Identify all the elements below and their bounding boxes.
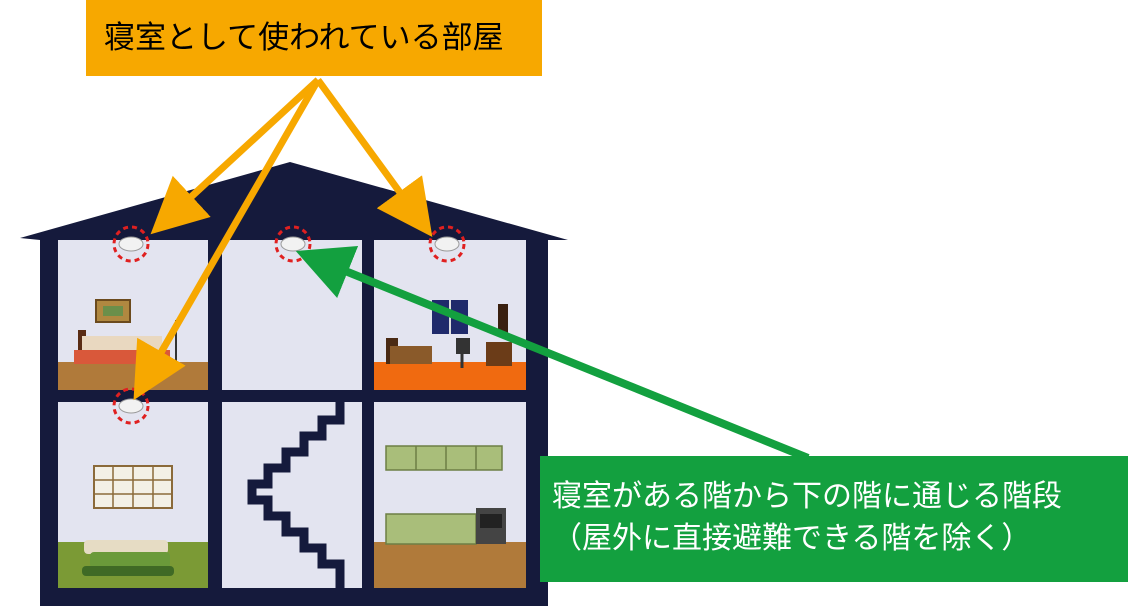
arrow-to-lower-left bbox=[133, 78, 322, 401]
room-stairwell bbox=[222, 402, 362, 588]
arrow-to-stair-detector bbox=[295, 246, 810, 462]
bedroom-arrows bbox=[133, 77, 433, 401]
arrow-to-upper-right bbox=[315, 77, 433, 237]
stairs-callout-line-2: （屋外に直接避難できる階を除く） bbox=[552, 521, 1032, 556]
smoke-detector-icon bbox=[112, 225, 150, 263]
arrow-to-upper-left bbox=[150, 77, 321, 235]
kitchen-counter-icon bbox=[385, 445, 506, 545]
room-upper-middle bbox=[222, 240, 362, 390]
stairs-callout: 寝室がある階から下の階に通じる階段 （屋外に直接避難できる階を除く） bbox=[540, 456, 1128, 582]
futon-icon bbox=[82, 465, 174, 576]
bedroom-callout: 寝室として使われている部屋 bbox=[86, 0, 542, 76]
floor-upper-left bbox=[58, 362, 208, 390]
floor-upper-right bbox=[374, 362, 526, 390]
stairs-arrow bbox=[295, 246, 810, 462]
smoke-detectors bbox=[112, 225, 466, 425]
smoke-detector-icon bbox=[428, 225, 466, 263]
smoke-detector-icon bbox=[112, 387, 150, 425]
floor-kitchen bbox=[374, 542, 526, 588]
stairs-callout-line-1: 寝室がある階から下の階に通じる階段 bbox=[552, 479, 1062, 514]
staircase-icon bbox=[247, 402, 345, 588]
